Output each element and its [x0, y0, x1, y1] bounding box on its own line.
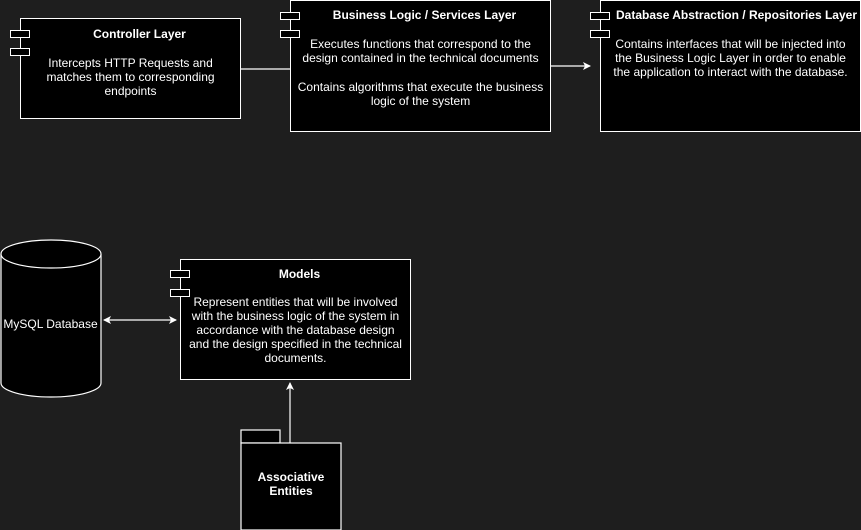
services-layer-component[interactable]: Business Logic / Services Layer Executes…: [290, 0, 551, 132]
mysql-database-label[interactable]: MySQL Database: [3, 317, 98, 331]
services-layer-description-2: Contains algorithms that execute the bus…: [297, 80, 544, 108]
package-icon: [240, 429, 342, 530]
repositories-component-icon: [590, 12, 610, 20]
repositories-component-icon: [590, 30, 610, 38]
repositories-layer-description: Contains interfaces that will be injecte…: [613, 37, 848, 79]
models-component-icon: [170, 270, 190, 278]
associative-entities-label[interactable]: Associative Entities: [257, 470, 325, 498]
models-component-icon: [170, 289, 190, 297]
services-component-icon: [280, 12, 300, 20]
repositories-layer-component[interactable]: Database Abstraction / Repositories Laye…: [600, 0, 861, 132]
database-cylinder-icon: [0, 239, 102, 398]
controller-component-icon: [10, 48, 30, 56]
models-title: Models: [278, 267, 321, 281]
models-component[interactable]: Models Represent entities that will be i…: [180, 259, 411, 380]
models-description: Represent entities that will be involved…: [189, 295, 402, 365]
services-layer-description-1: Executes functions that correspond to th…: [302, 37, 539, 65]
services-layer-title: Business Logic / Services Layer: [332, 8, 517, 22]
controller-layer-description: Intercepts HTTP Requests and matches the…: [46, 56, 215, 98]
controller-layer-component[interactable]: Controller Layer Intercepts HTTP Request…: [20, 18, 241, 119]
repositories-layer-title: Database Abstraction / Repositories Laye…: [616, 8, 857, 22]
controller-component-icon: [10, 30, 30, 38]
controller-layer-title: Controller Layer: [93, 27, 186, 41]
services-component-icon: [280, 30, 300, 38]
